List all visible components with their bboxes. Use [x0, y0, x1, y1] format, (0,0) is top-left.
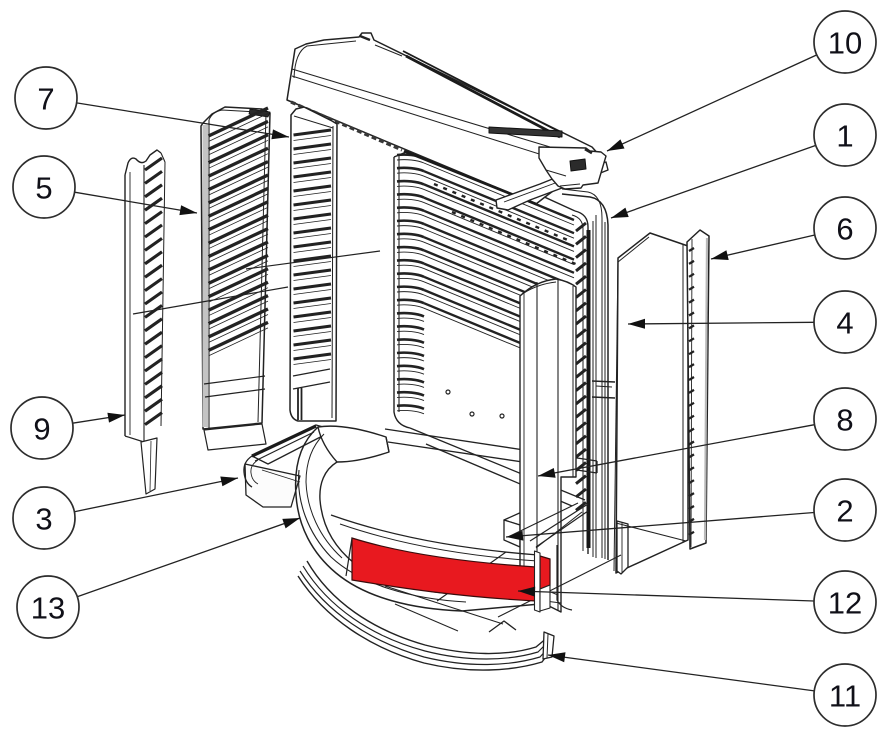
svg-text:9: 9	[33, 412, 50, 447]
svg-text:1: 1	[836, 119, 853, 154]
svg-text:8: 8	[836, 403, 853, 438]
svg-text:12: 12	[828, 586, 862, 621]
svg-text:13: 13	[31, 591, 65, 626]
svg-text:4: 4	[836, 306, 853, 341]
svg-text:2: 2	[836, 494, 853, 529]
svg-text:10: 10	[828, 26, 862, 61]
svg-text:11: 11	[829, 679, 861, 714]
svg-text:5: 5	[35, 171, 52, 206]
svg-text:3: 3	[35, 502, 52, 537]
svg-text:6: 6	[836, 212, 853, 247]
svg-text:7: 7	[37, 82, 54, 117]
